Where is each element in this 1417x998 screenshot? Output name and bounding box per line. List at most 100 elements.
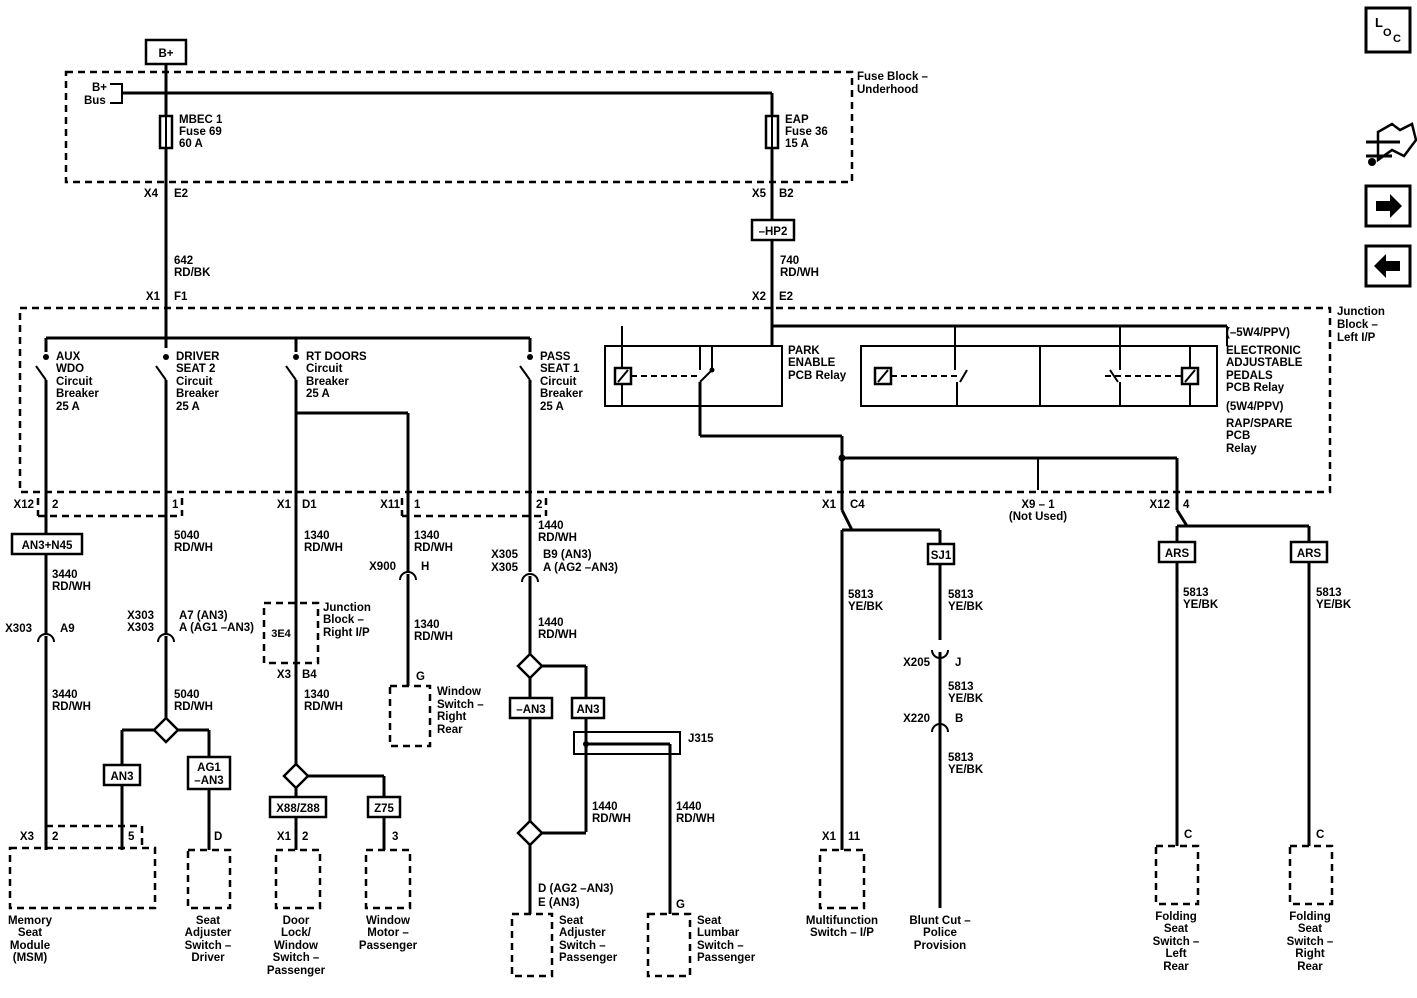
wire-1340-d-color: RD/WH [414,631,453,643]
eap-relay-l4: PEDALS [1226,370,1273,382]
fuse-69-line2: Fuse 69 [179,126,222,138]
jb-in-right-pin: E2 [779,291,793,303]
door-lock-l3: Window [274,940,318,952]
breaker-aux-l2: WDO [56,363,84,375]
conn-x305-2: X305 [491,562,518,574]
breaker-driver-l2: SEAT 2 [176,363,215,375]
wire-5813-a-color: YE/BK [848,601,884,613]
wire-1340-b: 1340 [304,689,330,701]
connector-x303-b [157,633,175,643]
fuse-36-line1: EAP [785,114,809,126]
splice-driver-seat [152,716,180,744]
breaker-rt-l4: 25 A [306,388,330,400]
breaker-aux-l1: AUX [56,351,81,363]
driver-seat-l3: Switch – [185,940,232,952]
pin-driver: 1 [172,499,179,511]
fold-right-l5: Rear [1297,961,1323,973]
pin-a9: A9 [60,623,75,635]
breaker-rt-l3: Breaker [306,376,349,388]
rap-relay-l3: PCB [1226,430,1250,442]
conn-x1-c4: X1 [822,499,837,511]
locator-letter-l: L [1375,15,1383,30]
fold-left-l5: Rear [1163,961,1189,973]
locator-icon-frame[interactable] [1364,6,1412,54]
jb-right-id: 3E4 [271,628,291,640]
wire-1340-d: 1340 [414,619,440,631]
option-an3-a-label: AN3 [110,771,133,783]
wire-1440-c: 1440 [592,801,618,813]
wire-5040-a-color: RD/WH [174,542,213,554]
conn-x900: X900 [369,561,396,573]
locator-button[interactable]: L O C [1364,6,1412,54]
breaker-pass-l5: 25 A [540,401,564,413]
wire-3440-b: 3440 [52,689,78,701]
wire-5813-f-color: YE/BK [1316,599,1352,611]
previous-page-button[interactable] [1364,244,1412,288]
wire-1340-b-color: RD/WH [304,701,343,713]
junction-block-right-ip [262,601,320,665]
fuse-36-line3: 15 A [785,138,809,150]
wire-5040-b-color: RD/WH [174,701,213,713]
breaker-aux-l3: Circuit [56,376,93,388]
wire-740: 740 [780,255,799,267]
park-relay-l3: PCB Relay [788,370,847,382]
driver-seat-pin: D [214,831,222,843]
pin-h: H [421,561,429,573]
next-page-button[interactable] [1364,184,1412,228]
fold-right-pin: C [1316,829,1324,841]
jb-title-2: Block – [1337,319,1379,331]
breaker-aux-l5: 25 A [56,401,80,413]
door-lock-l1: Door [283,915,310,927]
eap-relay-l5: PCB Relay [1226,382,1285,394]
door-lock-window-switch-passenger [274,848,322,910]
fuse-36-line2: Fuse 36 [785,126,828,138]
option-an3-n45-label: AN3+N45 [22,540,73,552]
driver-seat-l2: Adjuster [185,927,232,939]
rap-relay-l2: RAP/SPARE [1226,418,1293,430]
win-switch-rr-l1: Window [437,686,481,698]
wire-3440-a: 3440 [52,569,78,581]
breaker-aux-l4: Breaker [56,388,99,400]
wire-5040-b: 5040 [174,689,200,701]
breaker-rt-doors [285,338,410,498]
wire-1440-a: 1440 [538,520,564,532]
msm-pin-2: 2 [52,831,58,843]
seat-lumbar-switch-passenger [646,912,692,978]
option-an3-b [570,696,606,720]
conn-x303-b2: X303 [127,622,154,634]
wire-5813-d-color: YE/BK [948,764,984,776]
door-lock-l2: Lock/ [281,927,312,939]
lumbar-l2: Lumbar [697,927,740,939]
pass-seat-pin-1: D (AG2 –AN3) [538,883,614,895]
lumbar-pin-g: G [676,899,685,911]
pass-seat-l1: Seat [559,915,583,927]
seat-adjuster-switch-passenger [510,912,554,978]
win-motor-l3: Passenger [359,940,418,952]
breaker-pass-l3: Circuit [540,376,577,388]
fuse-block-title-2: Underhood [857,84,918,96]
fold-left-l2: Seat [1164,923,1188,935]
multifunction-l1: Multifunction [806,915,878,927]
door-lock-pin: 2 [302,831,308,843]
pin-b: B [955,713,963,725]
rap-relay-l4: Relay [1226,443,1257,455]
pin-b9-2: A (AG2 –AN3) [543,562,618,574]
option-ars-left-label: ARS [1165,548,1190,560]
conn-x12a: X12 [14,499,34,511]
conn-x303-a: X303 [5,623,32,635]
hp2-label: –HP2 [759,226,788,238]
msm-l1: Memory [8,915,53,927]
x9-label-2: (Not Used) [1009,511,1067,523]
wire-5813-d: 5813 [948,752,974,764]
fold-left-pin: C [1184,829,1192,841]
pin-a7-1: A7 (AN3) [179,610,228,622]
fold-left-l1: Folding [1155,911,1197,923]
wire-1440-b: 1440 [538,617,564,629]
pin-pass: 2 [536,499,542,511]
breaker-driver-l1: DRIVER [176,351,220,363]
breaker-pass-l1: PASS [540,351,571,363]
wire-1440-b-color: RD/WH [538,629,577,641]
option-an3-b-label: AN3 [576,704,599,716]
breaker-driver-l5: 25 A [176,401,200,413]
connector-view-icon[interactable] [1366,122,1417,166]
